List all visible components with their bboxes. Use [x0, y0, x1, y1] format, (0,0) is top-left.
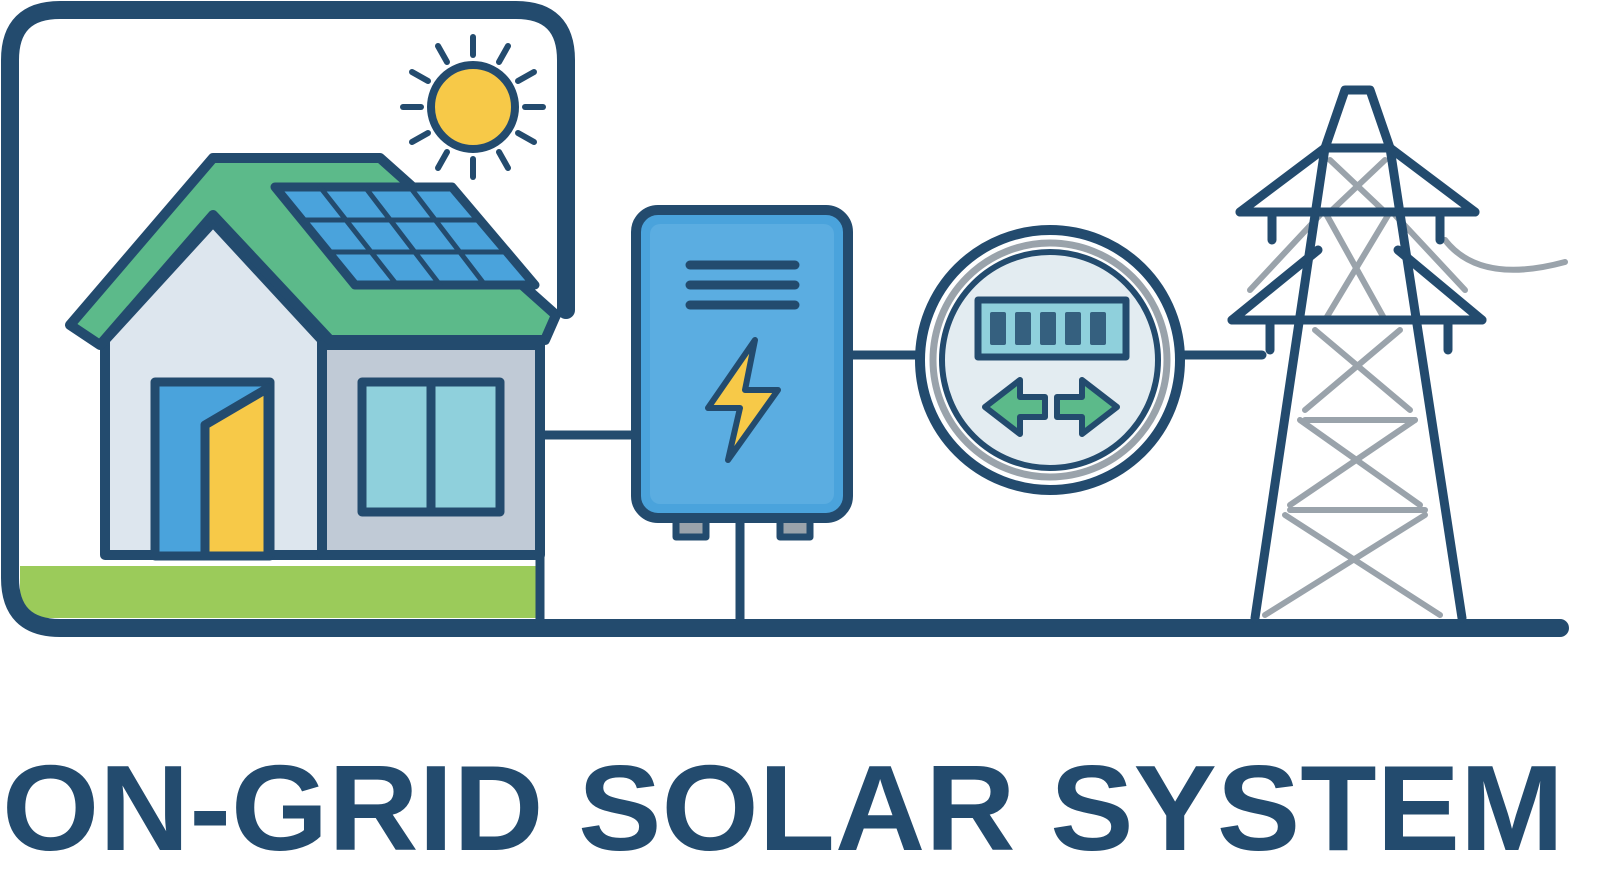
- arrow-left-icon: [982, 377, 1048, 437]
- inverter: [631, 205, 853, 541]
- solar-panel-grid: [297, 184, 510, 288]
- arrow-right-icon: [1054, 377, 1120, 437]
- frame-wire: [1, 1, 1569, 637]
- door-open: [200, 383, 273, 561]
- power-cable: [1442, 237, 1568, 273]
- net-meter: [915, 225, 1185, 495]
- wires: [535, 340, 1267, 633]
- lightning-icon: [705, 337, 781, 463]
- diagram-title: ON-GRID SOLAR SYSTEM: [2, 740, 1564, 872]
- house: [65, 153, 561, 561]
- sun-icon: [400, 34, 546, 180]
- ground: [20, 566, 538, 618]
- transmission-tower: [1227, 85, 1568, 623]
